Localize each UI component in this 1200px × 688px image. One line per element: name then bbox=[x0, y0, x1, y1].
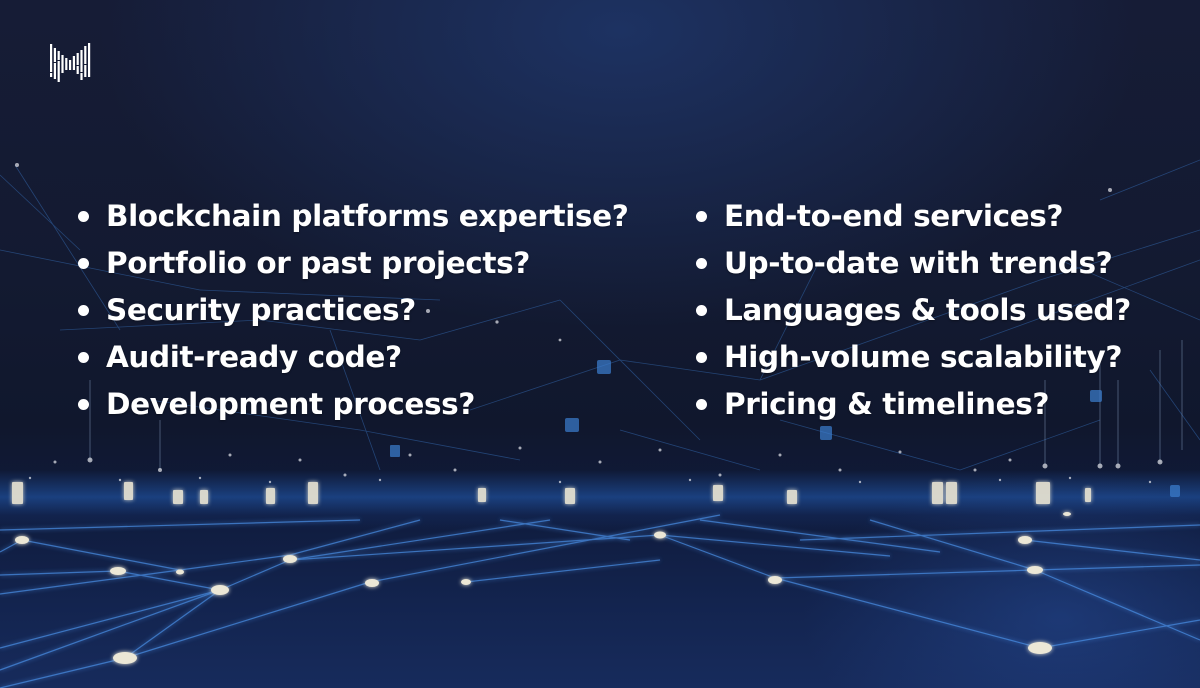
bullet-icon bbox=[696, 399, 707, 410]
list-item: Audit-ready code? bbox=[78, 334, 628, 381]
bullet-icon bbox=[696, 211, 707, 222]
list-item: Portfolio or past projects? bbox=[78, 240, 628, 287]
list-item-label: Audit-ready code? bbox=[106, 340, 402, 374]
list-item-label: Security practices? bbox=[106, 293, 416, 327]
bullet-icon bbox=[696, 352, 707, 363]
list-item-label: Up-to-date with trends? bbox=[724, 246, 1113, 280]
questions-list-left: Blockchain platforms expertise? Portfoli… bbox=[78, 193, 629, 428]
list-item-label: Blockchain platforms expertise? bbox=[106, 199, 629, 233]
list-item: Languages & tools used? bbox=[696, 287, 1131, 334]
bullet-icon bbox=[78, 352, 89, 363]
list-item: Pricing & timelines? bbox=[696, 381, 1131, 428]
list-item: Development process? bbox=[78, 381, 628, 428]
bullet-icon bbox=[696, 305, 707, 316]
list-item-label: End-to-end services? bbox=[724, 199, 1064, 233]
brand-logo-icon bbox=[50, 43, 91, 82]
list-item-label: Portfolio or past projects? bbox=[106, 246, 530, 280]
list-item-label: Pricing & timelines? bbox=[724, 387, 1050, 421]
corner-glow bbox=[800, 468, 1200, 688]
bullet-icon bbox=[78, 258, 89, 269]
bullet-icon bbox=[78, 211, 89, 222]
list-item: End-to-end services? bbox=[696, 193, 1131, 240]
list-item-label: Languages & tools used? bbox=[724, 293, 1131, 327]
bullet-icon bbox=[696, 258, 707, 269]
questions-list-right: End-to-end services? Up-to-date with tre… bbox=[696, 193, 1131, 428]
list-item: Up-to-date with trends? bbox=[696, 240, 1131, 287]
list-item: High-volume scalability? bbox=[696, 334, 1131, 381]
bullet-icon bbox=[78, 305, 89, 316]
list-item: Blockchain platforms expertise? bbox=[78, 193, 629, 240]
list-item: Security practices? bbox=[78, 287, 628, 334]
bullet-icon bbox=[78, 399, 89, 410]
list-item-label: High-volume scalability? bbox=[724, 340, 1123, 374]
list-item-label: Development process? bbox=[106, 387, 476, 421]
